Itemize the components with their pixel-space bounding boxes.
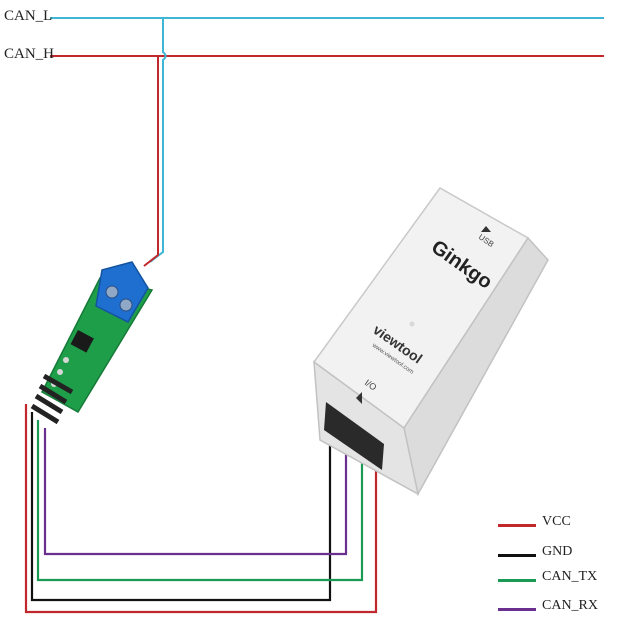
legend-item-can-tx: CAN_TX: [498, 569, 628, 591]
header-pin-2: [38, 383, 68, 405]
legend-item-vcc: VCC: [498, 514, 628, 536]
legend-swatch: [498, 524, 536, 527]
legend-swatch: [498, 554, 536, 557]
legend-swatch: [498, 608, 536, 611]
legend-label: GND: [542, 544, 573, 559]
can-tx-wire: [36, 420, 364, 582]
header-pin-1: [42, 373, 74, 395]
header-pin-4: [30, 403, 60, 425]
can-h-drop-wire: [143, 56, 159, 267]
legend-swatch: [498, 579, 536, 582]
can-rx-wire: [43, 428, 348, 556]
legend-label: VCC: [542, 514, 571, 529]
io-arrow-icon: [356, 392, 362, 404]
can-h-label: CAN_H: [4, 46, 55, 62]
can-transceiver-module: [30, 261, 154, 425]
legend-item-can-rx: CAN_RX: [498, 598, 628, 620]
screw-head-2: [119, 298, 133, 312]
header-pin-3: [34, 393, 64, 415]
adapter-front-face: [313, 360, 420, 496]
module-resistor-1: [63, 357, 69, 363]
module-resistor-2: [57, 369, 63, 375]
screw-terminal: [95, 261, 149, 323]
io-connector: [324, 402, 384, 470]
module-chip: [70, 330, 94, 353]
legend-label: CAN_TX: [542, 569, 598, 584]
can-l-drop-wire: [149, 18, 167, 263]
screw-head-1: [105, 285, 119, 299]
ginkgo-usb-adapter: Ginkgo viewtool www.viewtool.com USB I/O: [312, 187, 549, 497]
gnd-wire: [30, 412, 332, 602]
can-l-label: CAN_L: [4, 8, 53, 24]
legend-label: CAN_RX: [542, 598, 599, 613]
vcc-wire: [24, 404, 378, 614]
led-indicator: [409, 321, 415, 327]
usb-arrow-icon: [481, 226, 491, 232]
legend-item-gnd: GND: [498, 544, 628, 566]
